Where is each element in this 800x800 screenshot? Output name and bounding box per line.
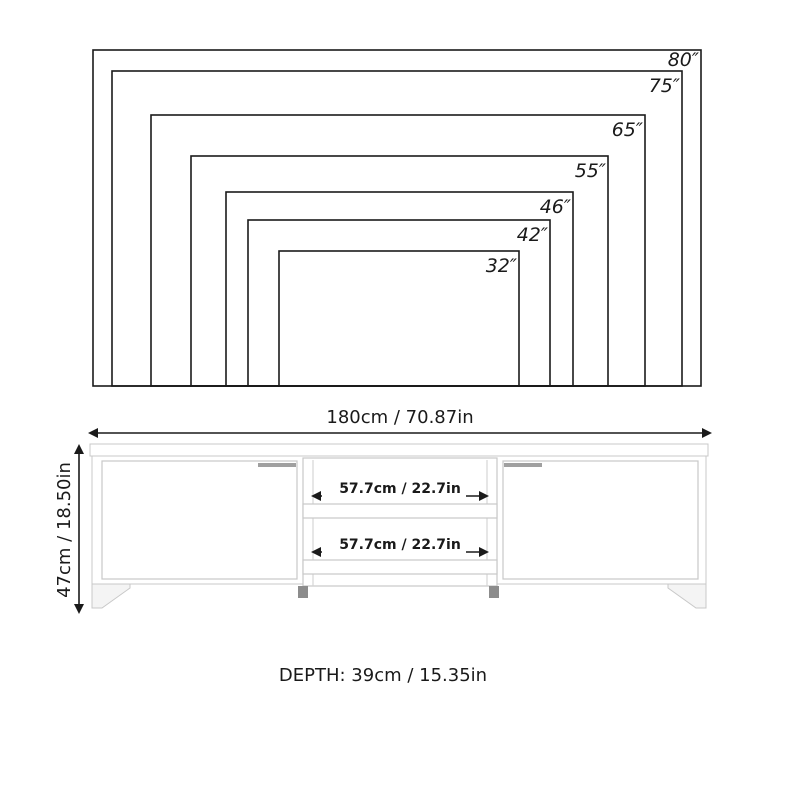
tv-size-label-55: 55″	[575, 160, 606, 182]
tv-outline-42	[247, 219, 551, 387]
tv-size-labels: 80″ 75″ 65″ 55″ 46″ 42″ 32″	[486, 49, 699, 277]
right-door-handle	[504, 463, 542, 467]
bottom-shelf	[302, 559, 498, 575]
tv-size-label-32: 32″	[486, 255, 517, 277]
tv-size-label-65: 65″	[612, 119, 643, 141]
right-door	[502, 460, 699, 580]
tv-size-label-80: 80″	[668, 49, 699, 71]
left-door-handle	[258, 463, 296, 467]
tv-size-label-46: 46″	[540, 196, 571, 218]
tv-stand-cabinet: 57.7cm / 22.7in 57.7cm / 22.7in	[89, 443, 709, 609]
tv-outline-55	[190, 155, 609, 387]
left-door	[101, 460, 298, 580]
tv-size-label-42: 42″	[517, 224, 548, 246]
tv-outline-46	[225, 191, 574, 387]
width-dimension: 180cm / 70.87in	[88, 407, 712, 438]
cabinet-right-leg	[667, 583, 707, 609]
cabinet-left-leg	[91, 583, 131, 609]
cabinet-foot-right	[489, 586, 499, 598]
lower-shelf-label: 57.7cm / 22.7in	[339, 537, 461, 553]
cabinet-foot-left	[298, 586, 308, 598]
width-label: 180cm / 70.87in	[326, 407, 473, 428]
upper-shelf-label: 57.7cm / 22.7in	[339, 481, 461, 497]
tv-size-label-75: 75″	[649, 75, 680, 97]
height-dimension: 47cm / 18.50in	[54, 444, 84, 614]
tv-outline-32	[278, 250, 520, 387]
tv-outline-80	[92, 49, 702, 387]
height-label: 47cm / 18.50in	[54, 462, 75, 598]
depth-label: DEPTH: 39cm / 15.35in	[279, 665, 487, 686]
tv-outline-75	[111, 70, 683, 387]
tv-size-outlines	[92, 49, 702, 387]
middle-shelf	[302, 503, 498, 519]
cabinet-top	[89, 443, 709, 457]
